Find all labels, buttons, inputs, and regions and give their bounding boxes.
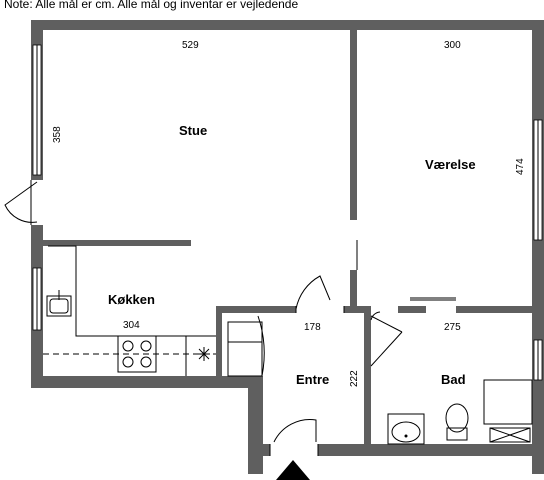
dimension-vaerelse-height: 474 [515,158,526,175]
appliance-asterisk [198,347,210,361]
entrance-arrow-icon [276,460,310,480]
doors [269,240,456,456]
dimension-vaerelse-width: 300 [444,40,461,51]
dimension-stue-width: 529 [182,40,199,51]
room-label-kokken: Køkken [108,292,155,307]
entre-closet [227,315,265,377]
dimension-bad-width: 275 [444,322,461,333]
toilet-icon [445,403,469,441]
kitchen-counter [43,245,216,376]
room-label-bad: Bad [441,372,466,387]
interior-walls [43,30,532,444]
dimension-kokken-width: 304 [123,320,140,331]
room-label-stue: Stue [179,123,207,138]
balcony-door [4,180,43,225]
stove-icon [117,335,157,373]
kitchen-sink-icon [46,290,72,317]
plan-note: Note: Alle mål er cm. Alle mål og invent… [4,0,299,11]
bathroom-sink-icon [387,413,425,445]
room-label-vaerelse: Værelse [425,157,476,172]
exterior-walls [31,20,544,474]
shower-area [483,379,533,443]
dimension-stue-height: 358 [52,126,63,143]
dimension-entre-height: 222 [349,370,360,387]
room-label-entre: Entre [296,372,329,387]
dimension-entre-width: 178 [304,322,321,333]
windows [32,44,543,381]
